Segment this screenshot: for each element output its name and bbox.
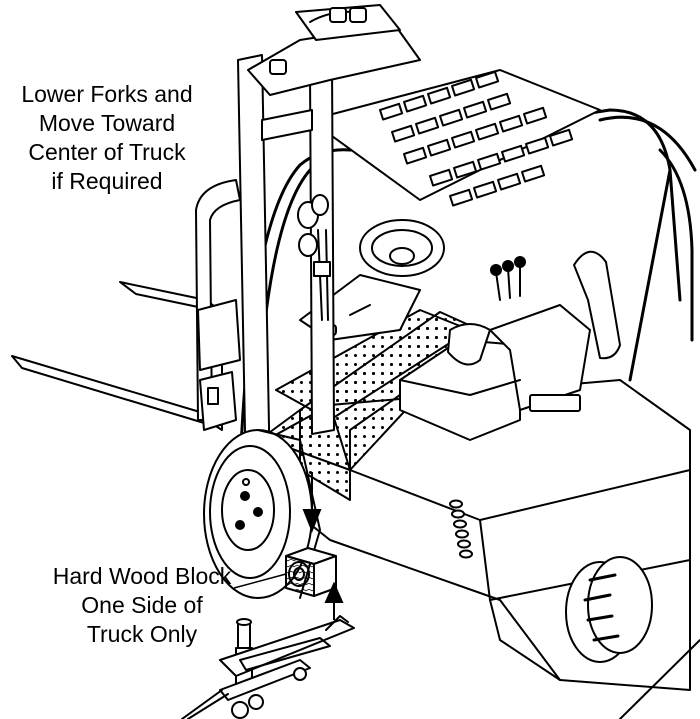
grab-handle — [573, 250, 621, 360]
wood-block — [285, 547, 337, 597]
roof-grid — [309, 69, 601, 207]
forks — [11, 281, 223, 431]
carriage — [195, 179, 241, 431]
callout-lower-forks: Lower Forks and Move Toward Center of Tr… — [0, 80, 214, 196]
seat — [399, 304, 591, 441]
callout-wood-block: Hard Wood Block One Side of Truck Only — [42, 562, 242, 649]
arrow-up — [324, 581, 344, 620]
rear-wheel — [565, 556, 653, 663]
floor-jack — [181, 615, 355, 719]
mast — [237, 4, 421, 485]
ground-lines — [619, 639, 700, 719]
callout-line: One Side of — [81, 592, 203, 618]
arrow-down — [302, 472, 322, 533]
vent-slots — [449, 499, 473, 559]
callout-line: Lower Forks and — [21, 81, 193, 107]
overhead-guard — [238, 108, 697, 472]
leader-line — [233, 573, 287, 589]
callout-line: if Required — [51, 168, 163, 194]
callout-line: Truck Only — [86, 621, 198, 647]
callout-line: Center of Truck — [28, 139, 186, 165]
callout-line: Hard Wood Block — [52, 563, 232, 589]
control-levers — [447, 256, 526, 366]
callout-line: Move Toward — [38, 110, 176, 136]
